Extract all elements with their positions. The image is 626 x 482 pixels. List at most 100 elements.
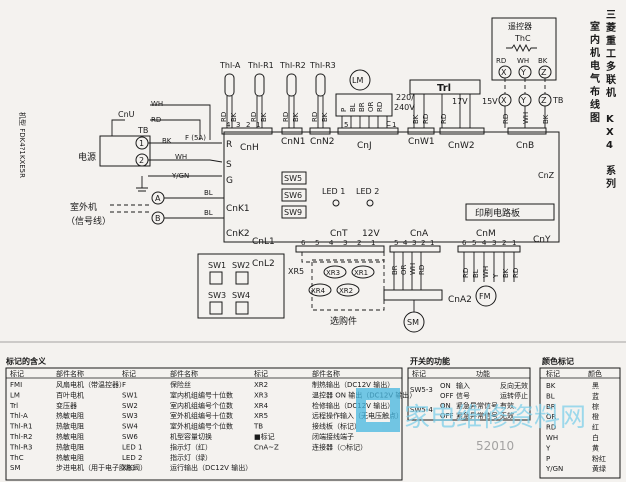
th-r1-bk: BK <box>260 112 268 122</box>
outdoor-label-2: （信号线） <box>66 215 111 227</box>
cna-connector <box>389 245 441 253</box>
cna-pin-3: 3 <box>412 239 416 247</box>
legend-frame <box>5 367 403 481</box>
power-terminal-2-label: 2 <box>139 156 144 165</box>
switch-func-result: 有效 <box>500 401 514 410</box>
cnz-label: CnZ <box>538 171 555 180</box>
cnm-pin-1: 1 <box>512 239 516 247</box>
color-mark-name: 红 <box>592 423 599 432</box>
cna2-connector <box>383 289 443 301</box>
legend-desc: 连接器（○标记） <box>312 442 367 451</box>
tr-wires <box>413 94 471 128</box>
cnm-connector <box>457 245 521 253</box>
pcb-terminal-s: S <box>226 160 232 170</box>
address-switch-block: SW1 SW2 SW3 SW4 <box>197 253 285 319</box>
lm-wire-c: C <box>386 120 391 128</box>
th-a-bk: BK <box>230 112 238 122</box>
color-mark-name: 蓝 <box>592 391 599 400</box>
cna-wire-wh: WH <box>409 263 417 275</box>
sw9-box <box>281 205 307 219</box>
louver-motor: LM P BL BR OR RD C <box>335 69 393 128</box>
tr-220: 220/ <box>396 93 414 102</box>
power-wh-top: WH <box>151 100 163 108</box>
remote-dashed-wires <box>504 78 546 94</box>
switch-func-mark: SW5-3 <box>410 386 433 394</box>
cnm-pin-2: 2 <box>502 239 506 247</box>
legend-desc: 变压器 <box>56 401 77 410</box>
switch-func-state: ON <box>440 402 451 410</box>
thermistor-label-r3: Thl-R3 <box>309 61 336 70</box>
thermistor-r1-icon <box>254 73 265 97</box>
th-r3-bk: BK <box>321 112 329 122</box>
cnj-pin-5: 5 <box>344 121 348 129</box>
lm-wire-rd: RD <box>376 102 384 112</box>
legend-desc: 步进电机（用于电子膨胀阀） <box>56 463 147 472</box>
switch-func-h3: 功能 <box>476 369 490 378</box>
legend-mark: SW1 <box>122 391 138 399</box>
remote-box <box>491 17 557 81</box>
pcb-switches: SW5 SW6 SW9 LED 1 LED 2 <box>281 171 379 219</box>
sw6-box <box>281 188 307 202</box>
legend-mark: SM <box>10 464 20 472</box>
title-subtitle: 室内机电气布线图 <box>589 20 600 124</box>
legend-desc: 保险丝 <box>170 380 191 389</box>
th-r2-bk: BK <box>292 112 300 122</box>
cnw2-connector <box>439 127 485 135</box>
legend-desc: 运行输出（DC12V 输出） <box>170 463 252 472</box>
color-mark-name: 棕 <box>592 402 599 411</box>
cnm-wire-rd2: RD <box>512 268 520 278</box>
legend-mark: Thl-R1 <box>9 423 33 431</box>
legend-mark: SW4 <box>122 423 138 431</box>
cnh-label: CnH <box>240 143 259 153</box>
outdoor-wires <box>164 197 224 219</box>
color-mark-code: BL <box>546 392 555 400</box>
switch-func-signal: 信号 <box>456 391 470 400</box>
legend-h4: 部件名称 <box>170 369 198 378</box>
cnm-pin-6: 6 <box>462 239 467 247</box>
outdoor-bl-1: BL <box>204 189 213 197</box>
switch-func-signal: 紧急异常信号 <box>456 411 498 420</box>
cnu-lead <box>111 119 125 136</box>
pcb-label-box <box>465 203 555 221</box>
color-mark-code: P <box>546 455 550 463</box>
cnt-label: CnT <box>330 229 348 239</box>
legend-desc: 百叶电机 <box>56 390 84 399</box>
xr4-label: XR4 <box>311 287 326 295</box>
color-mark-h2: 颜色 <box>588 369 602 378</box>
pcb-left-labels: R S G CnK1 CnK2 CnL1 CnL2 <box>226 140 275 269</box>
cnu-label: CnU <box>118 110 135 119</box>
tr-wire-rd1: RD <box>422 114 430 124</box>
legend-desc: 闭端接线端子 <box>312 432 354 441</box>
remote-wire-wh: WH <box>517 57 529 65</box>
sw3-dial <box>209 301 223 315</box>
cnm-label: CnM <box>476 229 496 239</box>
cnj-connector <box>337 127 399 135</box>
cna-wire-br: BR <box>391 265 399 275</box>
th-r3-rd: RD <box>311 112 319 122</box>
legend-mark: Thl-R2 <box>9 433 33 441</box>
legend-mark: SW2 <box>122 402 138 410</box>
sw6-label: SW6 <box>284 191 302 200</box>
color-mark-code: OR <box>546 413 557 421</box>
power-bk-label: BK <box>162 137 172 145</box>
legend-mark: LM <box>10 391 20 399</box>
legend-mark: Trl <box>9 402 18 410</box>
watermark-text: 家电维修资料网 <box>404 403 586 433</box>
legend-mark: XR3 <box>254 391 268 399</box>
legend-desc: 热敏电阻 <box>56 422 84 431</box>
legend-mark: XR1 <box>122 464 136 472</box>
legend-title: 标记的含义 <box>5 356 47 366</box>
switch-func-frame <box>407 367 531 421</box>
legend-desc: 制热输出（DC12V 输出） <box>312 380 394 389</box>
remote-term-x-label: X <box>501 68 507 77</box>
lm-wire-box <box>335 93 393 117</box>
outdoor-dashed <box>110 204 152 213</box>
cnm-pin-3: 3 <box>492 239 496 247</box>
switch-func-mark: SW5-4 <box>410 406 433 414</box>
cna-pin-4: 4 <box>403 239 408 247</box>
cny-label: CnY <box>533 235 551 245</box>
sw5-box <box>281 171 307 185</box>
legend-mark: LED 1 <box>122 443 142 451</box>
